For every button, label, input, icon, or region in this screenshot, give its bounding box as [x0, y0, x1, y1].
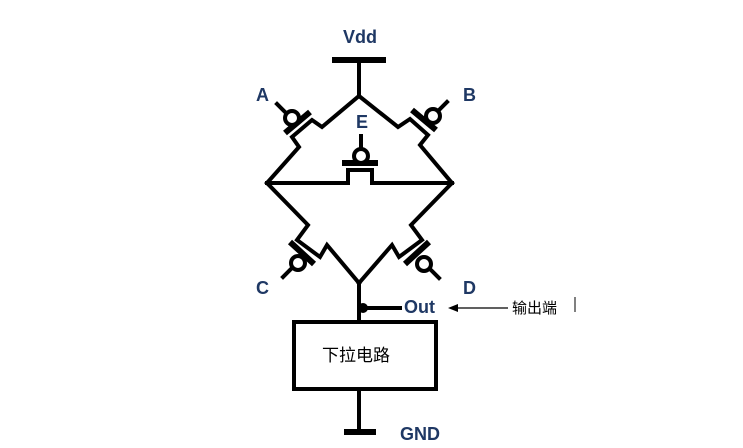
gnd-rail [344, 387, 376, 435]
pulldown-label: 下拉电路 [322, 346, 390, 366]
transistor-b [356, 93, 455, 186]
transistor-c-label: C [256, 278, 269, 298]
transistor-a-label: A [256, 85, 269, 105]
output-annotation: 输出端 [512, 299, 557, 317]
transistor-e-label: E [356, 112, 368, 132]
transistor-c [264, 180, 362, 286]
transistor-b-label: B [463, 85, 476, 105]
vdd-label: Vdd [343, 27, 377, 47]
vdd-rail [332, 57, 386, 98]
pulldown-block [292, 320, 438, 391]
transistor-d [356, 180, 455, 286]
transistor-e [265, 134, 454, 185]
transistor-a [264, 93, 362, 186]
output-node [357, 281, 402, 324]
transistor-d-label: D [463, 278, 476, 298]
gnd-label: GND [400, 424, 440, 444]
output-arrow [448, 304, 508, 312]
output-label: Out [404, 297, 435, 317]
